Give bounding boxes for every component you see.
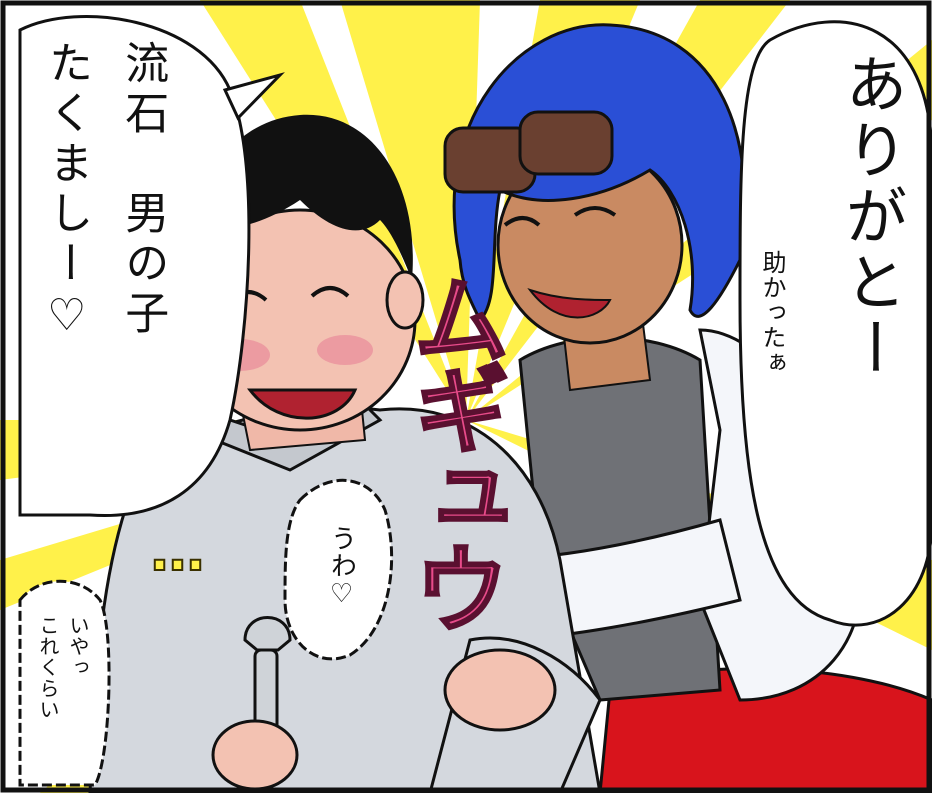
sunglasses-right	[518, 110, 614, 176]
speech-uwa: うわ♡	[326, 525, 357, 610]
man-hand	[211, 719, 299, 791]
balloon-iya	[18, 579, 111, 787]
balloon-right	[738, 20, 932, 627]
sfx-mugyu: ムギュウ	[396, 269, 511, 632]
speech-iya-line2: これくらい	[36, 615, 60, 720]
speech-tasukatta: 助かったぁ	[758, 250, 786, 375]
man-smile	[246, 388, 358, 420]
man-ear	[385, 270, 425, 330]
balloon-left	[18, 15, 251, 518]
speech-sasuga-line2: たくましー♡	[41, 40, 93, 347]
speech-iya-line1: いやっ	[66, 615, 90, 678]
woman-smile	[527, 288, 612, 319]
balloon-uwa	[283, 478, 394, 661]
speech-sasuga-line1: 流石 男の子	[117, 40, 169, 340]
speech-arigato: ありがとー	[834, 52, 908, 382]
sfx-sweat-dots: …	[145, 519, 210, 586]
